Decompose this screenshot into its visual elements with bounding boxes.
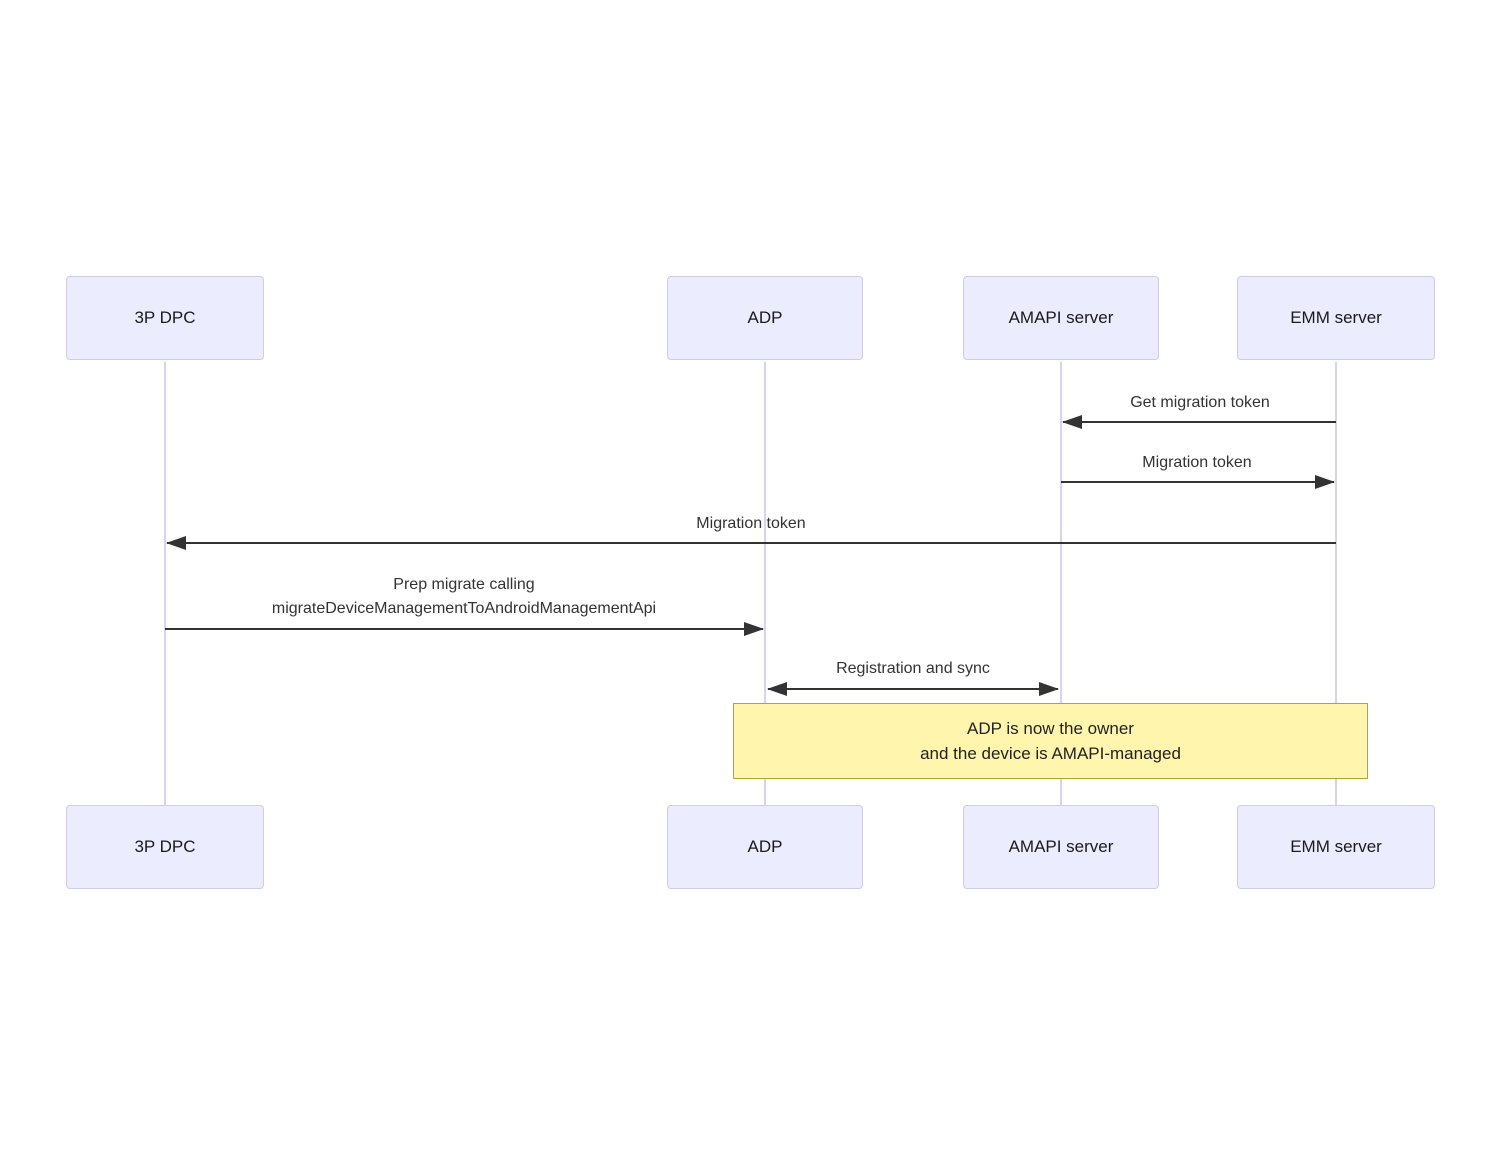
actor-bottom-emm-server-label: EMM server <box>1290 837 1382 856</box>
lifeline-amapi-server <box>1060 362 1062 805</box>
actor-top-emm-server-label: EMM server <box>1290 308 1382 327</box>
message-label-prep-migrate-line-2: migrateDeviceManagementToAndroidManageme… <box>271 600 657 617</box>
actor-top-3p-dpc: 3P DPC <box>66 276 264 360</box>
lifeline-3p-dpc <box>164 362 166 805</box>
message-label-migration-token-2: Migration token <box>696 515 806 532</box>
actor-top-amapi-server-label: AMAPI server <box>1008 308 1114 327</box>
actor-bottom-adp-label: ADP <box>747 837 783 856</box>
note-line-1: ADP is now the owner <box>967 719 1134 738</box>
note-line-2: and the device is AMAPI-managed <box>920 744 1181 763</box>
actor-bottom-3p-dpc: 3P DPC <box>66 805 264 889</box>
message-label-prep-migrate-line-1: Prep migrate calling <box>393 576 535 593</box>
message-label-registration-and-sync: Registration and sync <box>836 660 990 677</box>
actor-bottom-amapi-server: AMAPI server <box>963 805 1159 889</box>
lifeline-adp <box>764 362 766 805</box>
actor-bottom-emm-server: EMM server <box>1237 805 1435 889</box>
actor-top-emm-server: EMM server <box>1237 276 1435 360</box>
lifeline-emm-server <box>1335 362 1337 805</box>
actor-bottom-amapi-server-label: AMAPI server <box>1008 837 1114 856</box>
message-label-migration-token-1: Migration token <box>1142 454 1252 471</box>
actor-top-adp: ADP <box>667 276 863 360</box>
note-box: ADP is now the owner and the device is A… <box>733 703 1368 779</box>
message-label-get-migration-token: Get migration token <box>1130 394 1270 411</box>
message-label-prep-migrate: Prep migrate calling migrateDeviceManage… <box>272 573 656 621</box>
actor-bottom-3p-dpc-label: 3P DPC <box>134 837 196 856</box>
actor-top-amapi-server: AMAPI server <box>963 276 1159 360</box>
actor-bottom-adp: ADP <box>667 805 863 889</box>
actor-top-adp-label: ADP <box>747 308 783 327</box>
actor-top-3p-dpc-label: 3P DPC <box>134 308 196 327</box>
